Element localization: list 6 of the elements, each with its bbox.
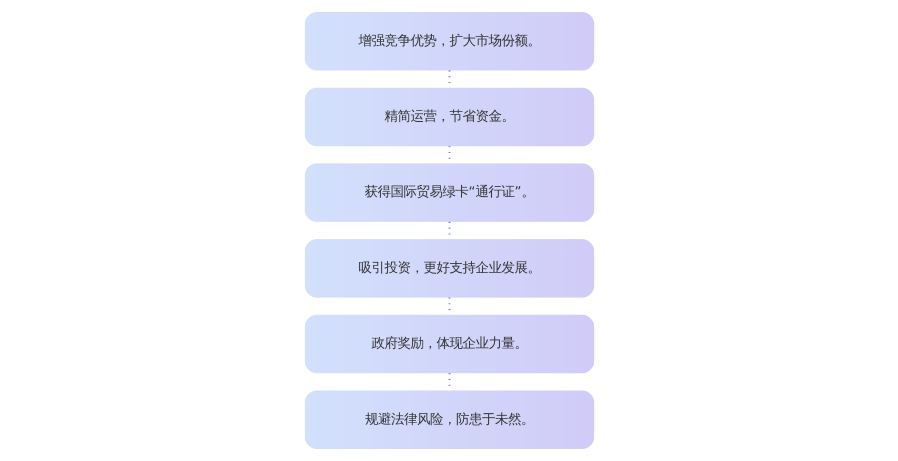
node-box: 获得国际贸易绿卡“通行证”。 — [304, 163, 594, 222]
node-box: 规避法律风险，防患于未然。 — [304, 390, 594, 449]
node-box: 增强竞争优势，扩大市场份额。 — [304, 12, 594, 70]
node-box: 吸引投资，更好支持企业发展。 — [304, 239, 594, 298]
node-box: 精简运营，节省资金。 — [304, 88, 594, 146]
node-box: 政府奖励，体现企业力量。 — [304, 314, 594, 374]
